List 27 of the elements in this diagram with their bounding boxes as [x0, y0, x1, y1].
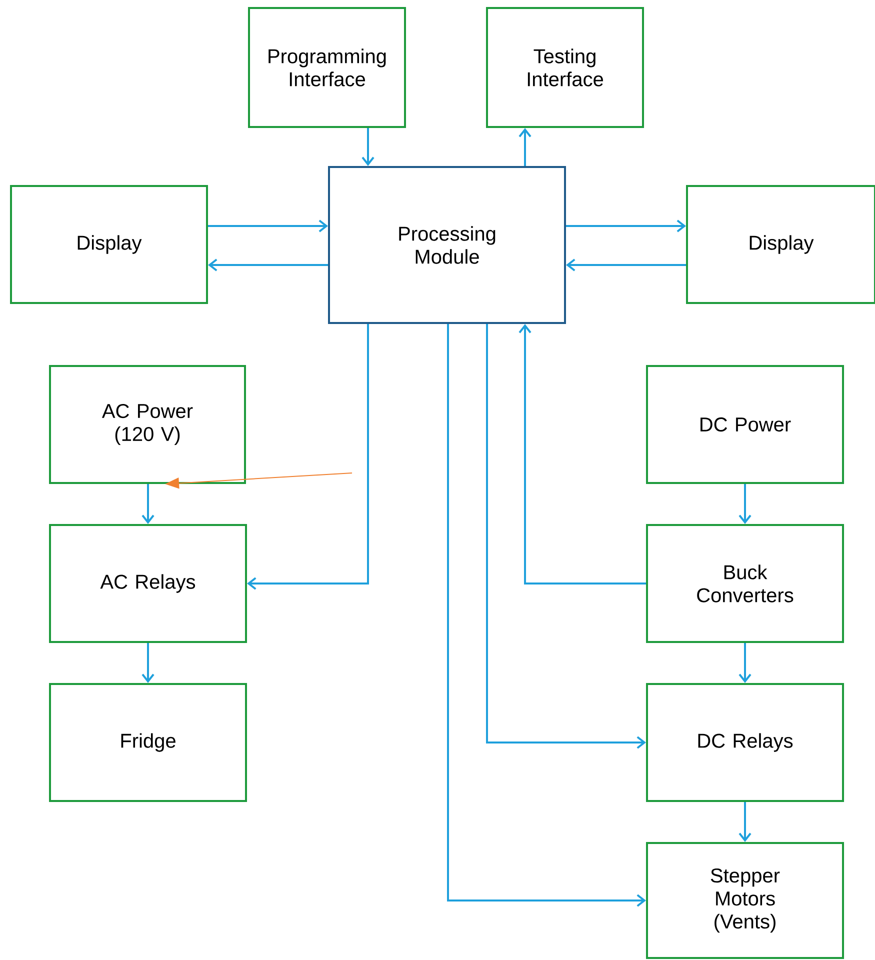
- block-box: Fridge: [49, 683, 247, 802]
- block-box: DC Relays: [646, 683, 844, 802]
- block-box: Buck Converters: [646, 524, 844, 643]
- block-box: Testing Interface: [486, 7, 644, 128]
- block-box: Display: [686, 185, 875, 304]
- arrow: [142, 484, 154, 524]
- block-box: Display: [10, 185, 208, 304]
- arrow: [447, 324, 646, 907]
- arrow: [566, 220, 686, 232]
- arrow: [208, 220, 328, 232]
- arrow: [566, 258, 686, 272]
- arrow: [142, 643, 154, 683]
- arrow: [738, 643, 752, 683]
- arrow: [738, 802, 752, 842]
- block-box: Processing Module: [328, 166, 566, 324]
- arrow: [208, 258, 328, 272]
- block-box: DC Power: [646, 365, 844, 484]
- block-box: AC Power (120 V): [49, 365, 246, 484]
- block-box: Stepper Motors (Vents): [646, 842, 844, 959]
- arrow: [518, 128, 532, 166]
- block-box: AC Relays: [49, 524, 247, 643]
- arrow: [486, 324, 646, 749]
- arrow: [518, 324, 646, 584]
- arrow: [362, 128, 374, 166]
- arrow: [247, 324, 369, 590]
- block-box: Programming Interface: [248, 7, 406, 128]
- arrow: [738, 484, 752, 524]
